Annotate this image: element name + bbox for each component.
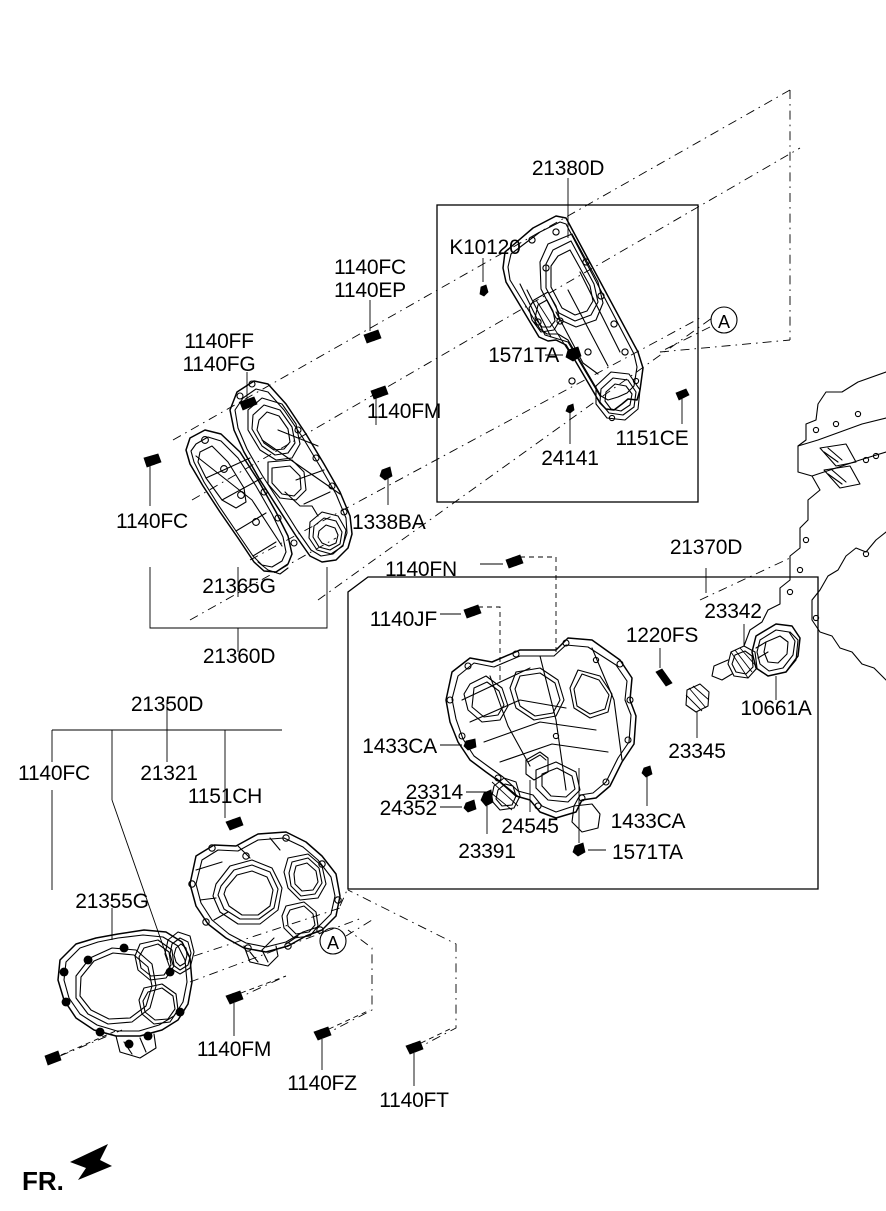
label-1140fn: 1140FN xyxy=(385,558,457,581)
label-24545: 24545 xyxy=(501,815,559,838)
svg-text:A: A xyxy=(718,312,730,332)
engine-block-partial-outline xyxy=(743,371,886,681)
part-24545-bushing xyxy=(525,751,549,812)
label-21360d: 21360D xyxy=(202,645,276,668)
fastener-1140jf xyxy=(440,604,501,680)
label-21380d: 21380D xyxy=(531,157,605,180)
part-21380d-shape xyxy=(502,215,644,422)
bracket-21360d xyxy=(149,567,328,652)
link-block-line xyxy=(699,557,791,601)
label-1140fg: 1140FG xyxy=(182,353,256,376)
label-21370d: 21370D xyxy=(669,536,743,559)
fastener-1140fz xyxy=(313,1009,371,1070)
label-k10120: K10120 xyxy=(449,236,521,259)
leader-21321 xyxy=(111,799,169,961)
label-1140fc-left: 1140FC xyxy=(116,510,188,533)
part-21360d-shape xyxy=(229,380,353,563)
part-21370d-shape xyxy=(445,637,637,833)
projection-lines xyxy=(172,89,801,621)
label-21355g: 21355G xyxy=(75,890,149,913)
fastener-1140fn xyxy=(480,554,557,652)
link-block-line-2 xyxy=(659,339,791,353)
fastener-24352 xyxy=(440,799,477,813)
fastener-1220fs xyxy=(655,648,673,687)
svg-text:A: A xyxy=(327,933,339,953)
fastener-1140fm-bottom xyxy=(225,975,287,1036)
fastener-1571ta-top xyxy=(535,299,582,362)
label-21350d: 21350D xyxy=(130,693,204,716)
part-21365g-shape xyxy=(185,429,293,575)
part-10661a-bracket xyxy=(751,623,801,700)
fastener-1140ft xyxy=(405,1027,453,1086)
label-1220fs: 1220FS xyxy=(625,624,699,647)
label-21365g: 21365G xyxy=(202,575,276,598)
fastener-1140ff-1140fg xyxy=(239,372,258,411)
label-24141: 24141 xyxy=(541,447,599,470)
label-1140jf: 1140JF xyxy=(369,608,437,631)
fastener-1571ta-mid xyxy=(572,768,606,857)
part-21355g-shape xyxy=(57,929,193,1059)
fastener-1151ce xyxy=(675,388,690,424)
fastener-24141 xyxy=(565,403,575,444)
label-1571ta-mid: 1571TA xyxy=(612,841,683,864)
detail-frame-21370d xyxy=(347,576,819,890)
label-24352: 24352 xyxy=(379,797,438,820)
fastener-1433ca-right xyxy=(641,765,653,806)
fastener-k10120 xyxy=(479,258,489,297)
label-1151ce: 1151CE xyxy=(615,427,689,450)
label-1140ff: 1140FF xyxy=(184,330,254,353)
label-1140fm-top: 1140FM xyxy=(366,400,442,423)
reference-callout-a-lower: A xyxy=(319,919,373,955)
label-10661a: 10661A xyxy=(740,697,812,720)
fastener-1140fc-left xyxy=(143,453,162,506)
fastener-1151ch xyxy=(225,816,244,831)
label-1140fc-bottom: 1140FC xyxy=(18,762,90,785)
label-23314: 23314 xyxy=(405,781,464,804)
detail-frame-21380d xyxy=(436,204,699,503)
label-1140fz: 1140FZ xyxy=(287,1072,357,1095)
part-23345-gear xyxy=(685,683,710,738)
fr-direction-arrow xyxy=(70,1144,112,1180)
fastener-1433ca-left xyxy=(440,738,477,751)
label-1140fm-bottom: 1140FM xyxy=(196,1038,272,1061)
assembly-lines-bottom xyxy=(59,887,457,1057)
fastener-1140fc-bottom xyxy=(44,1029,119,1066)
bracket-21350d xyxy=(51,700,282,800)
label-23345: 23345 xyxy=(668,740,726,763)
reference-callout-a-upper: A xyxy=(659,306,738,353)
part-21321-seal xyxy=(164,931,195,975)
label-1571ta-top: 1571TA xyxy=(488,344,559,367)
fastener-1338ba xyxy=(379,466,393,505)
part-23342-gear xyxy=(711,624,758,681)
fastener-1140fm-top xyxy=(370,385,389,425)
label-1140ft: 1140FT xyxy=(379,1089,449,1112)
label-1140ep: 1140EP xyxy=(334,279,406,302)
label-23342: 23342 xyxy=(704,600,762,623)
fastener-1140fc-1140ep xyxy=(363,300,382,344)
label-21321: 21321 xyxy=(140,762,198,785)
label-1433ca-right: 1433CA xyxy=(610,810,686,833)
label-1433ca-left: 1433CA xyxy=(362,735,437,758)
label-1140fc-top: 1140FC xyxy=(334,256,406,279)
part-21350d-shape xyxy=(188,831,342,967)
label-1151ch: 1151CH xyxy=(187,785,263,808)
label-23391: 23391 xyxy=(458,840,516,863)
label-1338ba: 1338BA xyxy=(352,511,426,534)
part-23391-ring xyxy=(480,789,494,834)
fr-orientation-label: FR. xyxy=(22,1166,64,1196)
